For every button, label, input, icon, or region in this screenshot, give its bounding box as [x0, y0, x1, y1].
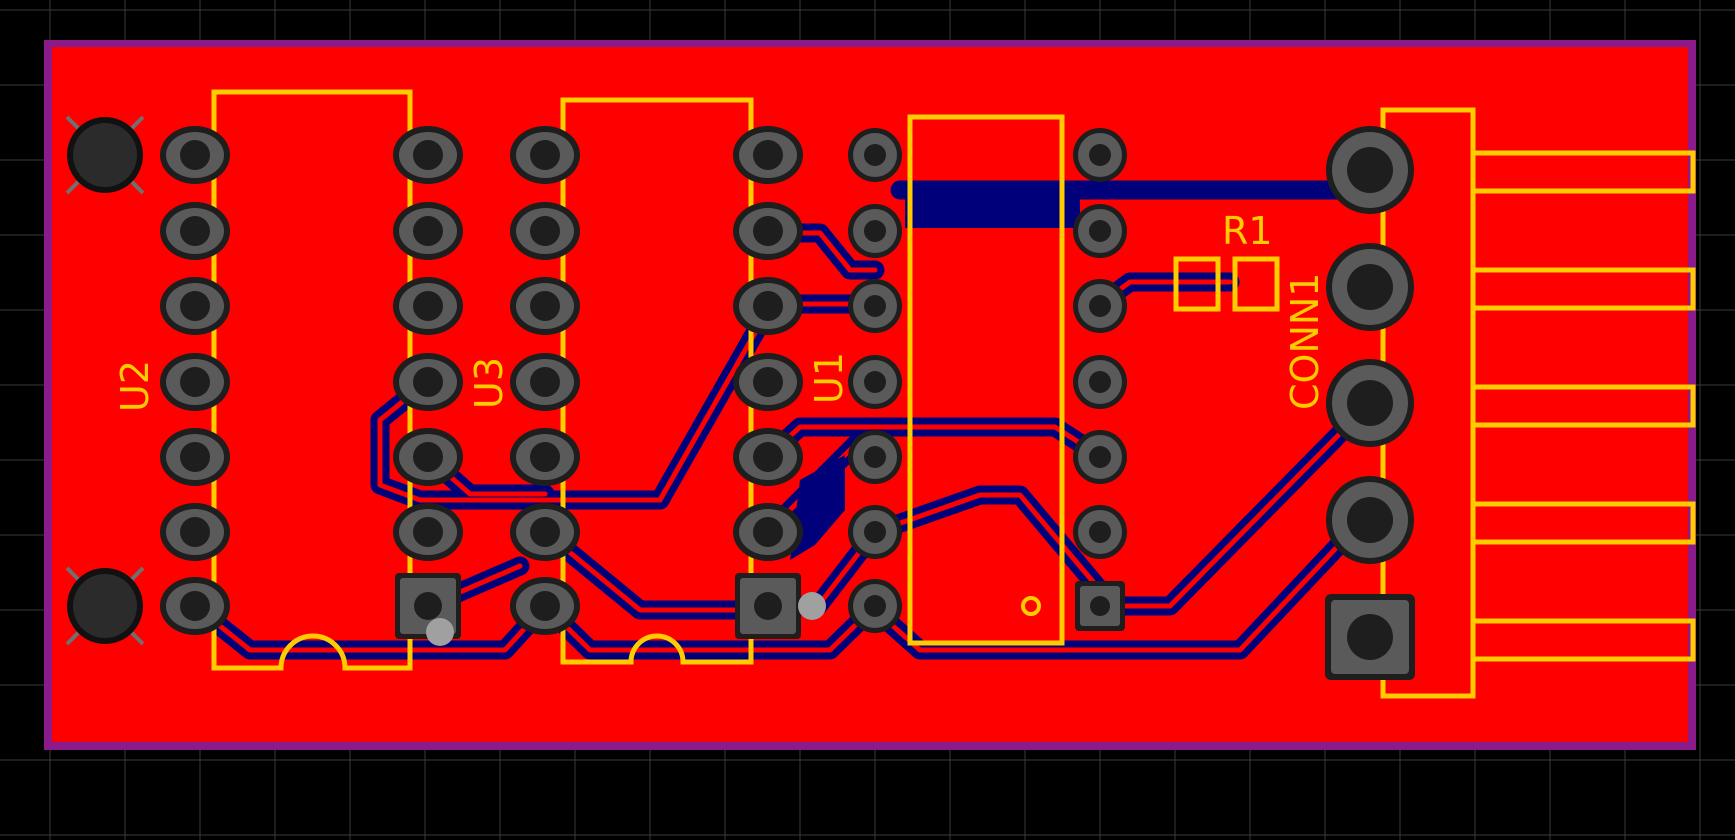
u2-pad-right-drill	[413, 517, 443, 547]
u3-pad-right-drill	[753, 291, 783, 321]
u1-pad-left-drill	[864, 595, 886, 617]
u2-pad-1-drill	[414, 592, 442, 620]
u3-outline	[560, 97, 754, 665]
u2-pad-left-drill	[180, 367, 210, 397]
u3-pad-left-drill	[530, 367, 560, 397]
u3-pad-left-drill	[530, 517, 560, 547]
u2-pad-right-drill	[413, 216, 443, 246]
pads-layer	[65, 115, 1415, 680]
label-u1: U1	[807, 352, 851, 404]
via	[798, 592, 826, 620]
u2-pad-left-drill	[180, 591, 210, 621]
u2-pad-left-drill	[180, 442, 210, 472]
conn1-pin-1	[1470, 150, 1696, 194]
u3-pad-left-drill	[530, 291, 560, 321]
u2-pad-left-drill	[180, 140, 210, 170]
u3-pad-right-drill	[753, 367, 783, 397]
u2-outline	[211, 89, 413, 671]
conn1-pin-2	[1470, 267, 1696, 311]
u2-pad-right-drill	[413, 291, 443, 321]
power-trace	[905, 195, 1080, 228]
u1-pad-left-drill	[864, 295, 886, 317]
u1-pin1-marker	[1021, 596, 1041, 616]
r1-pad-left	[1173, 256, 1221, 312]
trace-gap	[542, 529, 771, 613]
mounting-hole	[73, 574, 137, 638]
label-u2: U2	[113, 360, 157, 412]
u1-pad-left-drill	[864, 220, 886, 242]
label-r1: R1	[1222, 209, 1273, 253]
u2-pad-left-drill	[180, 216, 210, 246]
u1-pad-left-drill	[864, 371, 886, 393]
trace-gap	[377, 378, 663, 503]
u2-pad-left-drill	[180, 517, 210, 547]
u3-pad-left-drill	[530, 442, 560, 472]
u3-pad-right-drill	[753, 216, 783, 246]
conn1-pad-drill	[1347, 497, 1393, 543]
u3-pad-right-drill	[753, 140, 783, 170]
u3-pad-left-drill	[530, 216, 560, 246]
trace-gap	[872, 509, 1373, 653]
conn1-pin-5	[1470, 618, 1696, 662]
mounting-hole	[73, 123, 137, 187]
u1-pad-left-drill	[864, 144, 886, 166]
u1-pad-1-drill	[1090, 596, 1110, 616]
u3-pad-right-drill	[753, 442, 783, 472]
conn1-pad-drill	[1347, 264, 1393, 310]
conn1-pad-drill	[1347, 380, 1393, 426]
conn1-pad-1-drill	[1347, 614, 1393, 660]
u1-pad-right-drill	[1089, 295, 1111, 317]
u3-pad-left-drill	[530, 140, 560, 170]
u1-pad-right-drill	[1089, 144, 1111, 166]
u2-pad-right-drill	[413, 367, 443, 397]
u2-pad-left-drill	[180, 291, 210, 321]
conn1-pad-drill	[1347, 147, 1393, 193]
u3-pad-left-drill	[530, 591, 560, 621]
u1-outline	[907, 114, 1065, 646]
u2-pad-right-drill	[413, 442, 443, 472]
u1-pad-right-drill	[1089, 446, 1111, 468]
u1-pad-left-drill	[864, 521, 886, 543]
u2-pad-right-drill	[413, 140, 443, 170]
u1-pad-left-drill	[864, 446, 886, 468]
u1-pad-right-drill	[1089, 371, 1111, 393]
power-trace	[790, 455, 845, 560]
r1-pad-right	[1232, 256, 1280, 312]
u1-pad-right-drill	[1089, 220, 1111, 242]
u1-pad-right-drill	[1089, 521, 1111, 543]
label-conn1: CONN1	[1283, 273, 1327, 410]
conn1-pin-3	[1470, 384, 1696, 428]
u3-pad-1-drill	[754, 592, 782, 620]
label-u3: U3	[467, 357, 511, 409]
conn1-pin-4	[1470, 501, 1696, 545]
via	[426, 618, 454, 646]
u3-pad-right-drill	[753, 517, 783, 547]
